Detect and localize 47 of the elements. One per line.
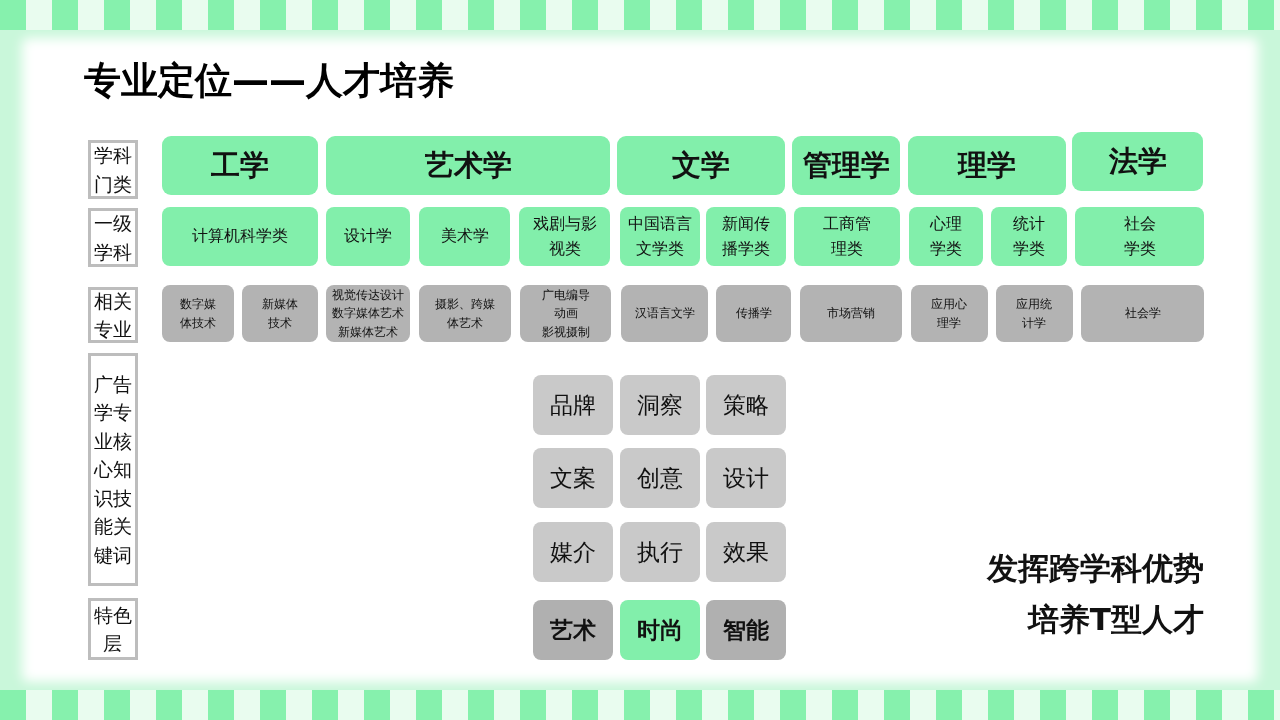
major-box: 新媒体技术	[242, 285, 318, 342]
feature-box: 智能	[706, 600, 786, 660]
keyword-box: 洞察	[620, 375, 700, 435]
keyword-box: 文案	[533, 448, 613, 508]
discipline-box: 设计学	[326, 207, 410, 266]
keyword-box: 品牌	[533, 375, 613, 435]
category-box: 管理学	[792, 136, 900, 195]
major-box: 汉语言文学	[621, 285, 708, 342]
discipline-box: 戏剧与影视类	[519, 207, 610, 266]
category-box: 法学	[1072, 132, 1203, 191]
discipline-box: 统计学类	[991, 207, 1067, 266]
major-box: 视觉传达设计 数字媒体艺术 新媒体艺术	[326, 285, 410, 342]
keyword-box: 效果	[706, 522, 786, 582]
feature-box: 时尚	[620, 600, 700, 660]
discipline-box: 计算机科学类	[162, 207, 318, 266]
row-header: 特色层	[88, 598, 138, 660]
keyword-box: 媒介	[533, 522, 613, 582]
major-box: 摄影、跨媒体艺术	[419, 285, 511, 342]
category-box: 理学	[908, 136, 1066, 195]
major-box: 广电编导 动画 影视摄制	[520, 285, 611, 342]
slogan-text: 培养T型人才	[1027, 600, 1204, 639]
feature-box: 艺术	[533, 600, 613, 660]
discipline-box: 中国语言文学类	[620, 207, 700, 266]
major-box: 传播学	[716, 285, 791, 342]
discipline-box: 心理学类	[909, 207, 983, 266]
major-box: 社会学	[1081, 285, 1204, 342]
row-header: 广告学专业核心知识技能关键词	[88, 353, 138, 586]
keyword-box: 设计	[706, 448, 786, 508]
keyword-box: 执行	[620, 522, 700, 582]
category-box: 工学	[162, 136, 318, 195]
discipline-box: 社会学类	[1075, 207, 1204, 266]
discipline-box: 工商管理类	[794, 207, 900, 266]
category-box: 艺术学	[326, 136, 610, 195]
row-header: 一级学科	[88, 208, 138, 267]
keyword-box: 策略	[706, 375, 786, 435]
major-box: 应用统计学	[996, 285, 1073, 342]
major-box: 市场营销	[800, 285, 902, 342]
title: 专业定位——人才培养	[84, 58, 454, 104]
discipline-box: 美术学	[419, 207, 510, 266]
major-box: 应用心理学	[911, 285, 988, 342]
keyword-box: 创意	[620, 448, 700, 508]
discipline-box: 新闻传播学类	[706, 207, 786, 266]
row-header: 学科门类	[88, 140, 138, 199]
row-header: 相关专业	[88, 287, 138, 343]
category-box: 文学	[617, 136, 785, 195]
slogan-text: 发挥跨学科优势	[987, 549, 1204, 588]
major-box: 数字媒体技术	[162, 285, 234, 342]
